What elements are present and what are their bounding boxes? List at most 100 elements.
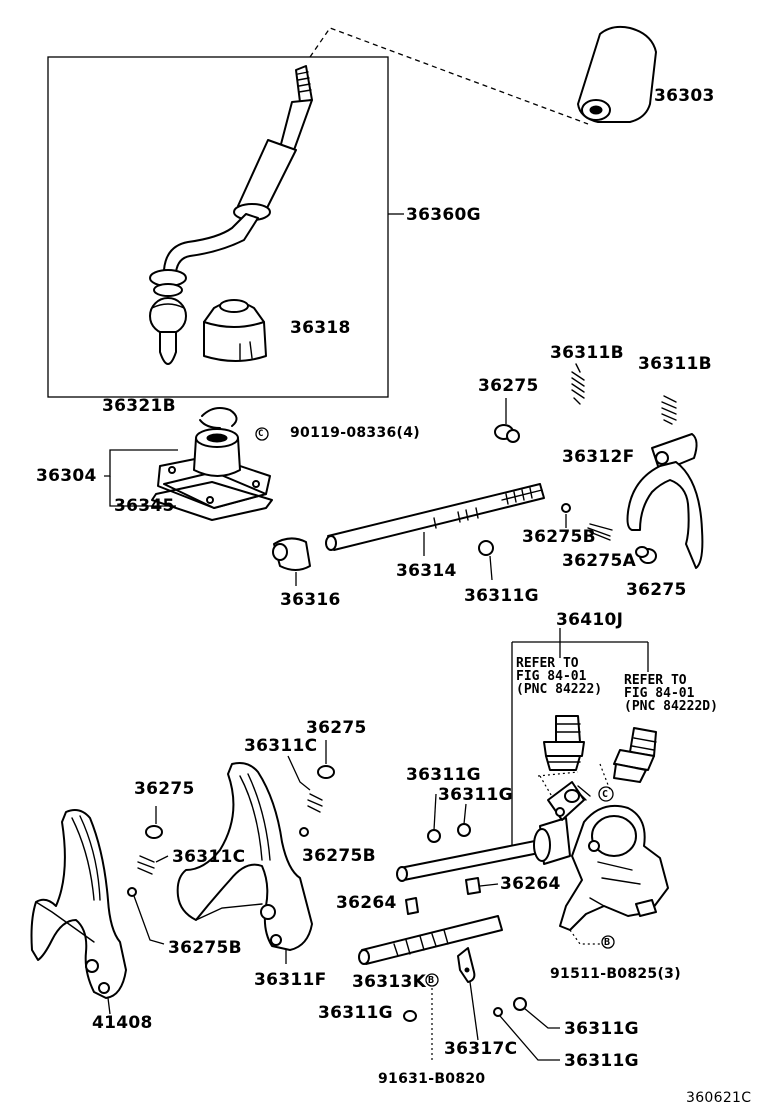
spring-36311C-left — [137, 855, 155, 875]
leader-36275B-c — [133, 895, 165, 945]
label-36275-left: 36275 — [134, 779, 195, 799]
snap-ring-36311G-mid-a — [427, 793, 441, 843]
shift-fork-41408 — [30, 809, 127, 1015]
snap-ring-36311G-upper — [478, 540, 494, 581]
ball-36275B-left — [127, 887, 137, 897]
shift-rail-36314 — [325, 483, 545, 556]
bracket-36345 — [109, 476, 176, 507]
marker-c-letter-housing: C — [602, 789, 609, 800]
label-36313K: 36313K — [352, 972, 427, 992]
label-36264-upper: 36264 — [500, 874, 561, 894]
refer-note-left: REFER TO FIG 84-01 (PNC 84222) — [516, 657, 602, 696]
refer-right-line1: REFER TO — [624, 673, 687, 688]
label-36311F: 36311F — [254, 970, 327, 990]
pin-36264-upper — [465, 877, 499, 895]
label-36318: 36318 — [290, 318, 351, 338]
b-marker-circle-right — [601, 935, 615, 949]
label-36311G-lower-f: 36311G — [564, 1051, 639, 1071]
refer-right-line2: FIG 84-01 — [624, 686, 695, 701]
ball-36275B-upper — [561, 503, 571, 513]
shift-knob-part — [577, 25, 657, 123]
marker-c-letter-top: C — [258, 429, 264, 439]
bracket-36410J — [511, 628, 649, 850]
label-91631-B0820: 91631-B0820 — [378, 1071, 486, 1087]
label-36410J: 36410J — [556, 610, 624, 630]
label-36311G-lower-left: 36311G — [318, 1003, 393, 1023]
figure-code: 360621C — [686, 1090, 752, 1106]
label-36311G-lower-e: 36311G — [564, 1019, 639, 1039]
label-36264-lower: 36264 — [336, 893, 397, 913]
label-36316: 36316 — [280, 590, 341, 610]
lever-assembly-frame — [47, 56, 389, 398]
label-36314: 36314 — [396, 561, 457, 581]
label-36311G-mid-b: 36311G — [438, 785, 513, 805]
refer-right-line3: (PNC 84222D) — [624, 699, 718, 714]
leader-36311C-b — [155, 855, 169, 863]
label-36303: 36303 — [654, 86, 715, 106]
bracket-36304 — [104, 449, 178, 477]
lever-retainer-part — [157, 428, 271, 509]
shift-head-36316 — [272, 537, 311, 586]
interlock-36317C — [457, 947, 479, 1041]
label-36311B-right: 36311B — [638, 354, 712, 374]
label-36312F: 36312F — [562, 447, 635, 467]
spring-36311B-left — [571, 363, 585, 405]
label-36311C-mid: 36311C — [244, 736, 318, 756]
snap-ring-part — [199, 407, 238, 429]
shift-inner-lever-assembly — [396, 781, 669, 931]
label-36275-mid: 36275 — [306, 718, 367, 738]
label-36360G: 36360G — [406, 205, 481, 225]
b-marker-circle-left — [425, 973, 439, 987]
bolt-36275-upper — [494, 398, 520, 443]
spring-36311C-mid — [307, 793, 323, 813]
label-36311G-mid-a: 36311G — [406, 765, 481, 785]
label-36317C: 36317C — [444, 1039, 518, 1059]
reverse-switch-right — [613, 727, 657, 783]
bolt-36275-left — [145, 806, 163, 839]
label-36311G-upper: 36311G — [464, 586, 539, 606]
c-marker-circle — [598, 786, 614, 802]
refer-left-line2: FIG 84-01 — [516, 669, 587, 684]
label-36275-right: 36275 — [626, 580, 687, 600]
label-36275B-mid: 36275B — [302, 846, 376, 866]
label-36304: 36304 — [36, 466, 97, 486]
shift-lever-part — [149, 65, 313, 365]
refer-left-line3: (PNC 84222) — [516, 682, 603, 697]
label-36321B: 36321B — [102, 396, 176, 416]
label-41408: 41408 — [92, 1013, 153, 1033]
snap-ring-36311G-lower-right — [513, 997, 527, 1011]
knob-dashed-leader — [309, 27, 589, 125]
spring-36311B-right — [661, 395, 677, 425]
label-36275-upper: 36275 — [478, 376, 539, 396]
marker-b-letter-right: B — [604, 937, 611, 948]
refer-note-right: REFER TO FIG 84-01 (PNC 84222D) — [624, 674, 718, 713]
label-91511-B0825: 91511-B0825(3) — [550, 966, 681, 982]
snap-ring-36311G-mid-b — [457, 803, 471, 837]
label-36275A: 36275A — [562, 551, 637, 571]
leader-36311G-f — [499, 1015, 560, 1061]
shift-rail-36313K — [358, 915, 503, 965]
refer-left-line1: REFER TO — [516, 656, 579, 671]
leader-91511 — [569, 929, 602, 945]
dotted-mount-lines — [537, 763, 611, 801]
bolt-36275-mid — [317, 740, 335, 779]
snap-ring-36311G-lower-mid — [493, 1007, 503, 1017]
shift-fork-36312F — [626, 433, 704, 569]
snap-ring-36311G-lower-left — [403, 1010, 417, 1022]
leader-36311C-a — [287, 755, 311, 791]
label-36311B-left: 36311B — [550, 343, 624, 363]
label-36311C-left: 36311C — [172, 847, 246, 867]
label-36345: 36345 — [114, 496, 175, 516]
leader-36311G-e — [523, 1007, 560, 1029]
bolt-marker-circle — [255, 427, 269, 441]
ball-36275B-mid — [299, 827, 309, 837]
marker-b-letter-left: B — [428, 975, 435, 986]
shift-fork-36311F — [176, 762, 313, 951]
gasket-part — [151, 481, 273, 521]
bolt-36275-right — [635, 546, 657, 564]
label-36275B-left: 36275B — [168, 938, 242, 958]
spring-36275A — [587, 523, 613, 541]
label-90119-08336: 90119-08336(4) — [290, 425, 420, 441]
